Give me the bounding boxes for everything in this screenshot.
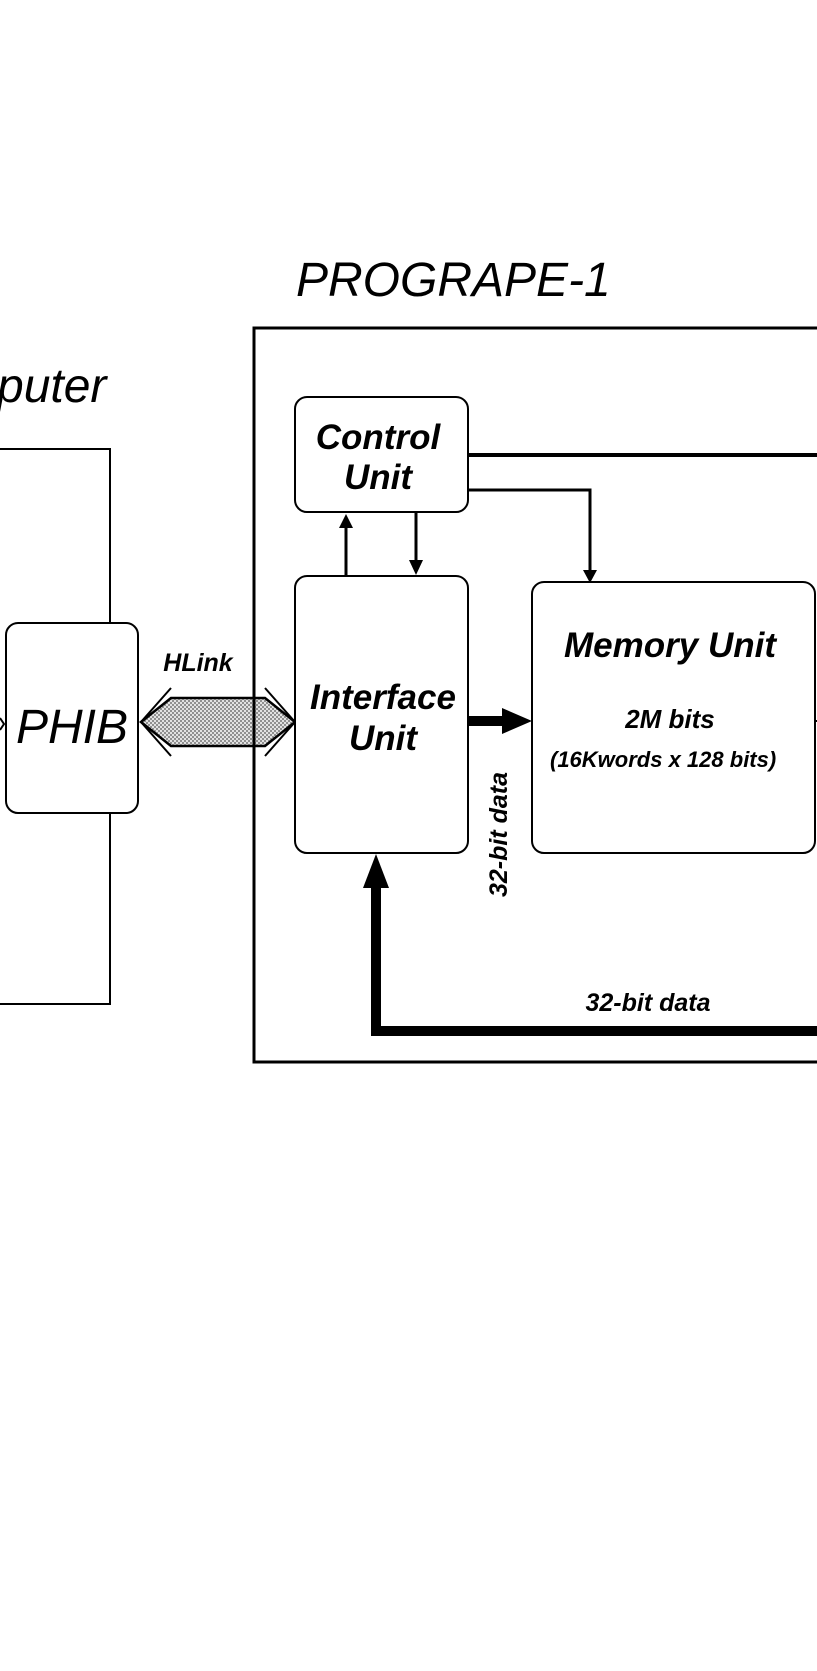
interface-to-memory-bus-label: 32-bit data	[485, 772, 513, 897]
control-unit-label-line2: Unit	[344, 458, 413, 497]
memory-unit-title: Memory Unit	[564, 626, 777, 665]
interface-to-control-arrowhead	[339, 514, 353, 528]
host-computer-frame-bottom	[0, 813, 111, 1005]
hlink-left-chevron	[139, 687, 172, 757]
interface-unit-box	[294, 575, 469, 854]
return-data-bus-arrowhead	[363, 854, 389, 888]
hlink-bus-arrow	[138, 696, 298, 748]
memory-unit-box	[531, 581, 816, 854]
interface-unit-label-line1: Interface	[310, 678, 456, 717]
control-to-interface-arrowhead	[409, 560, 423, 575]
memory-unit-capacity: 2M bits	[624, 704, 715, 734]
host-computer-frame-top	[0, 448, 111, 624]
return-data-bus-label: 32-bit data	[585, 989, 710, 1017]
interface-to-memory-arrowhead	[502, 708, 532, 734]
phib-box	[5, 622, 139, 814]
progrape-title: PROGRAPE-1	[296, 254, 611, 307]
host-connector-stub	[0, 717, 6, 731]
hlink-label: HLink	[163, 649, 234, 677]
control-unit-label-line1: Control	[316, 418, 442, 457]
phib-label: PHIB	[16, 701, 128, 754]
control-to-memory-line	[468, 488, 592, 572]
control-to-memory-arrowhead	[583, 570, 597, 583]
interface-unit-label-line2: Unit	[349, 719, 418, 758]
host-computer-label: puter	[0, 360, 108, 413]
return-data-bus	[371, 886, 817, 1036]
memory-unit-organization: (16Kwords x 128 bits)	[550, 747, 776, 772]
progrape-board-frame	[252, 326, 817, 1064]
